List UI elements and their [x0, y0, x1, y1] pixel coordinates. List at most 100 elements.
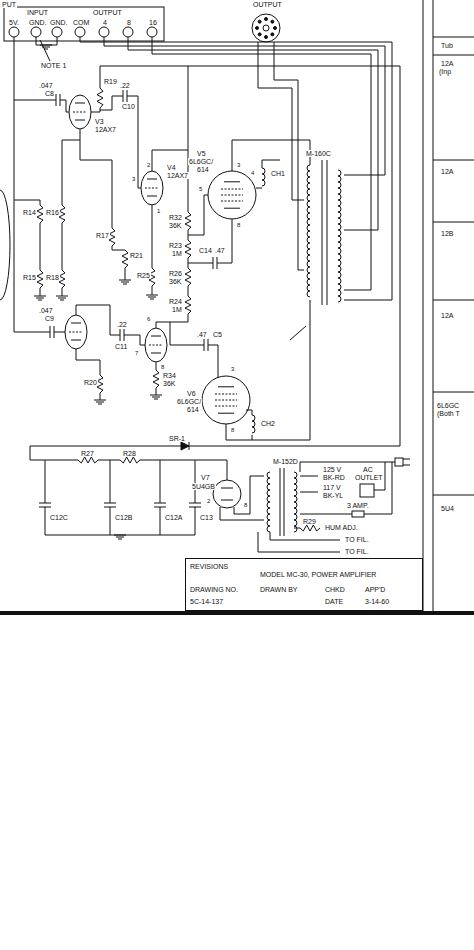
tube-grid [215, 406, 237, 407]
wire [188, 286, 189, 296]
tube-cathode [224, 208, 240, 209]
resistor-symbol [122, 250, 128, 268]
rectifier-diode [181, 442, 189, 450]
wire [80, 129, 112, 228]
part-label: R21 [129, 252, 144, 259]
ground-symbol [116, 537, 124, 538]
pin-number: 2 [206, 498, 211, 504]
tube-cathode [71, 340, 81, 341]
table-rule [433, 300, 474, 301]
tube-grid [221, 201, 243, 202]
part-label: R28 [122, 450, 137, 457]
wire [156, 314, 188, 328]
capacitor-symbol [119, 96, 123, 97]
transformer-core [284, 468, 285, 536]
title-text: REVISIONS [190, 563, 228, 570]
part-label: (Both T [436, 410, 461, 417]
title-text: MODEL MC-30, POWER AMPLIFIER [260, 571, 376, 578]
pin-number: 8 [236, 222, 241, 228]
wire [344, 290, 371, 291]
part-label: R26 [168, 270, 183, 277]
pin-number: 6 [146, 316, 151, 322]
part-label: 6L6GC [436, 402, 460, 409]
tube-grid [149, 345, 163, 346]
wire [344, 300, 392, 301]
title-text: 3-14-60 [365, 598, 389, 605]
wire [300, 462, 395, 472]
wire [160, 511, 161, 535]
ground-symbol [38, 300, 42, 301]
title-text: DATE [325, 598, 343, 605]
outlet-symbol [360, 484, 374, 497]
part-label: 12AX7 [166, 172, 189, 179]
part-label: C10 [121, 103, 136, 110]
ground-symbol [44, 49, 48, 50]
ground-symbol [118, 539, 122, 540]
part-label: 36K [162, 380, 176, 387]
tube-plate [218, 386, 234, 387]
part-label: INPUT [26, 9, 49, 16]
tube-plate [75, 103, 85, 104]
capacitor-symbol [45, 499, 46, 503]
tube-cathode [147, 196, 157, 197]
wire [258, 42, 304, 200]
part-label: PUT [1, 1, 17, 8]
wire [252, 435, 253, 440]
part-label: SR-1 [168, 435, 186, 442]
capacitor-symbol [110, 499, 111, 503]
part-label: HUM ADJ. [324, 524, 359, 531]
wire [30, 66, 400, 460]
tube-partial [0, 190, 10, 300]
terminal [147, 27, 157, 37]
part-label: .047 [38, 307, 54, 314]
part-label: 3 AMP. [346, 502, 370, 509]
table-rule [433, 55, 474, 56]
resistor-symbol [97, 375, 103, 393]
part-label: R27 [80, 450, 95, 457]
tube-plate [71, 323, 81, 324]
socket-pin [271, 33, 274, 36]
wire [262, 160, 280, 168]
part-label: 12A [440, 168, 454, 175]
part-label: 117 V [322, 484, 342, 491]
wire [98, 460, 120, 461]
part-label: 125 V [322, 466, 342, 473]
wiring [0, 0, 474, 611]
capacitor-symbol [208, 345, 212, 346]
wire [140, 460, 227, 480]
resistor-symbol [185, 296, 191, 314]
part-label: R16 [45, 209, 60, 216]
part-label: R14 [22, 209, 37, 216]
ground-symbol [123, 284, 127, 285]
socket-pin [256, 27, 259, 30]
part-label: C14 [198, 247, 213, 254]
plug-prong [403, 465, 410, 466]
part-label: 5V. [8, 19, 20, 26]
terminal-strip [4, 7, 164, 41]
ground-symbol [152, 397, 160, 398]
part-label: M-160C [305, 150, 332, 157]
part-label: 12A [440, 312, 454, 319]
capacitor-symbol [213, 257, 214, 269]
pin-number: 1 [156, 208, 161, 214]
part-label: C5 [212, 331, 223, 338]
part-label: 5U4GB [191, 483, 216, 490]
plug-prong [403, 459, 410, 460]
capacitor-symbol [60, 100, 64, 101]
part-label: 36K [168, 222, 182, 229]
ground-symbol [150, 299, 154, 300]
socket-key [263, 25, 269, 31]
part-label: CH2 [260, 420, 276, 427]
resistor-symbol [37, 270, 43, 288]
ground-symbol [56, 296, 68, 297]
socket-pin [258, 20, 261, 23]
wire [91, 108, 100, 112]
part-label: C11 [114, 343, 128, 350]
resistor-symbol [97, 88, 103, 108]
ground-symbol [98, 404, 102, 405]
capacitor-symbol [46, 332, 50, 333]
tube-plate [221, 488, 233, 489]
wire [270, 532, 340, 540]
wire [62, 288, 63, 296]
part-label: R24 [168, 298, 183, 305]
